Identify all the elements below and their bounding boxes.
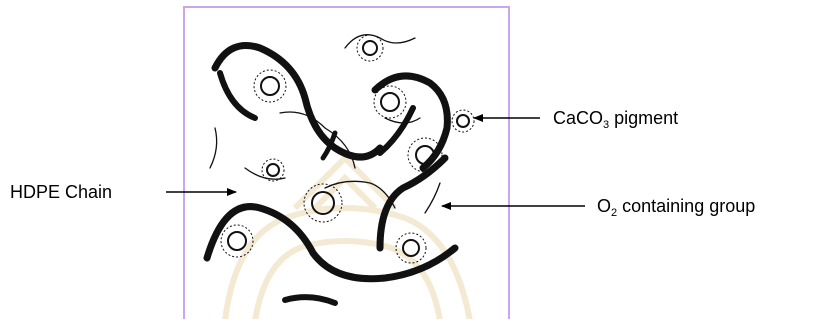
oxygen-label: O2 containing group xyxy=(597,196,755,216)
pigment-label: CaCO3 pigment xyxy=(553,108,678,128)
pigment-label-rest: pigment xyxy=(609,108,678,128)
oxygen-label-rest: containing group xyxy=(617,196,755,216)
oxygen-label-main: O xyxy=(597,196,611,216)
chain-label: HDPE Chain xyxy=(10,182,112,202)
pigment-label-main: CaCO xyxy=(553,108,603,128)
chain-label-text: HDPE Chain xyxy=(10,182,112,202)
